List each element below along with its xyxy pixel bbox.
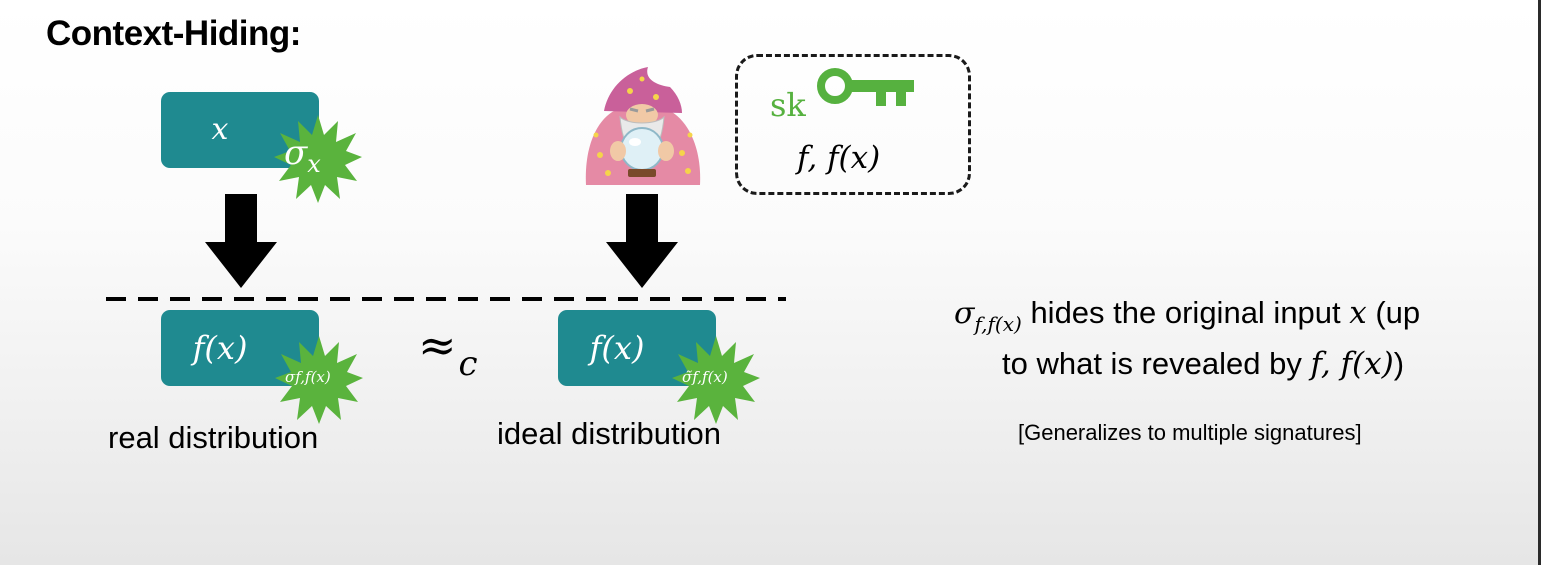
output-box-ideal: f(x) <box>558 310 716 386</box>
generalization-note: [Generalizes to multiple signatures] <box>1018 420 1362 445</box>
simulator-info-text: f, f(x) <box>797 140 881 176</box>
output-box-label: f(x) <box>192 329 248 367</box>
real-distribution-label: real distribution <box>108 420 319 455</box>
approx-symbol: ≈ <box>418 318 457 372</box>
arrow-down-icon <box>205 194 277 288</box>
explanation-line-1: σf,f(x) hides the original input x (up <box>954 295 1421 336</box>
approx-subscript: c <box>458 344 478 384</box>
signature-seal-ideal <box>672 336 760 424</box>
ideal-distribution-label: ideal distribution <box>497 416 722 451</box>
secret-key-label: sk <box>770 86 806 124</box>
explanation-symbol: σ <box>954 296 975 331</box>
explanation-symbol-sub: f,f(x) <box>974 312 1022 336</box>
explanation-line-2: to what is revealed by f, f(x)) <box>1002 346 1404 382</box>
computational-indistinguishability-symbol: ≈c <box>418 318 478 384</box>
explanation-math-2: f, f(x) <box>1310 346 1394 382</box>
explanation-text-2: to what is revealed by <box>1002 346 1311 381</box>
seal-star-shape <box>672 336 760 424</box>
slide-edge <box>1538 0 1541 565</box>
explanation-tail-2: ) <box>1393 346 1405 381</box>
signature-seal-real <box>275 336 363 424</box>
seal-star-shape <box>275 336 363 424</box>
seal-label-sigma-x: σx <box>284 133 321 178</box>
simulator-knowledge-box <box>735 54 971 195</box>
wizard-simulator-icon <box>585 67 701 185</box>
arrow-down-icon <box>606 194 678 288</box>
explanation-tail-1: (up <box>1366 295 1421 330</box>
dashed-divider <box>106 297 786 301</box>
output-box-label: f(x) <box>589 329 645 367</box>
slide-title: Context-Hiding: <box>46 14 301 53</box>
input-box-label: x <box>211 112 229 147</box>
explanation-var-x: x <box>1349 295 1367 331</box>
seal-label-real: σf,f(x) <box>285 368 331 386</box>
key-icon <box>817 68 914 106</box>
seal-label-ideal: σ̃f,f(x) <box>682 368 728 386</box>
explanation-text-1: hides the original input <box>1021 295 1350 330</box>
seal-star-shape <box>274 115 362 203</box>
signature-seal-sigma-x <box>274 115 362 203</box>
